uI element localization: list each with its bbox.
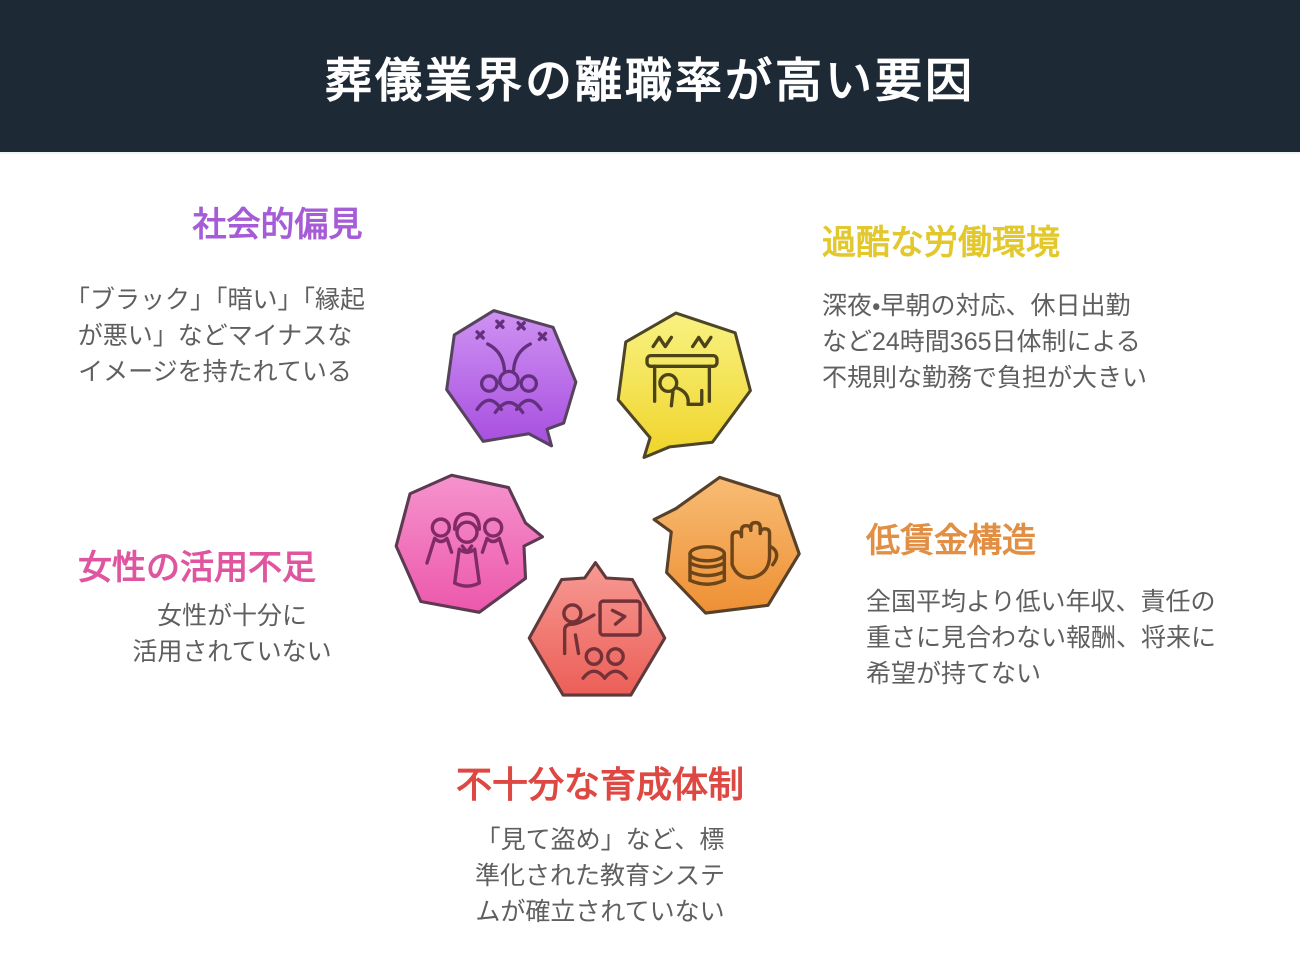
hexagon-insufficient-training [520, 558, 674, 712]
hand-coins-icon [688, 520, 779, 586]
factor-title-harsh-work-environment: 過酷な労働環境 [822, 224, 1060, 262]
teaching-board-icon [562, 599, 642, 680]
factor-desc-underuse-of-women: 女性が十分に 活用されていない [132, 602, 332, 666]
factor-desc-harsh-work-environment: 深夜・早朝の対応、休日出勤 など24時間365日体制による 不規則な勤務で負担が… [822, 292, 1148, 392]
hexagon-social-prejudice [433, 299, 585, 459]
overwork-desk-icon [645, 335, 719, 408]
hexagon-underuse-of-women [388, 466, 546, 620]
hexagon-low-wage-structure [650, 468, 808, 624]
factor-desc-low-wage-structure: 全国平均より低い年収、責任の 重さに見合わない報酬、将来に 希望が持てない [866, 588, 1217, 688]
factor-title-insufficient-training: 不十分な育成体制 [455, 764, 744, 805]
crowd-celebration-icon [475, 319, 548, 415]
women-group-icon [425, 512, 509, 588]
factor-title-underuse-of-women: 女性の活用不足 [78, 549, 316, 587]
factor-title-social-prejudice: 社会的偏見 [192, 206, 363, 244]
title-bar: 葬儀業界の離職率が高い要因 [0, 0, 1300, 154]
page-title: 葬儀業界の離職率が高い要因 [325, 53, 975, 107]
hexagon-harsh-work-environment [606, 303, 758, 463]
factor-title-low-wage-structure: 低賃金構造 [866, 522, 1036, 560]
factor-desc-social-prejudice: 「ブラック」「暗い」「縁起 が悪い」などマイナスな イメージを持たれている [64, 286, 365, 386]
factor-desc-insufficient-training: 「見て盗め」など、標 準化された教育システ ムが確立されていない [474, 826, 725, 926]
